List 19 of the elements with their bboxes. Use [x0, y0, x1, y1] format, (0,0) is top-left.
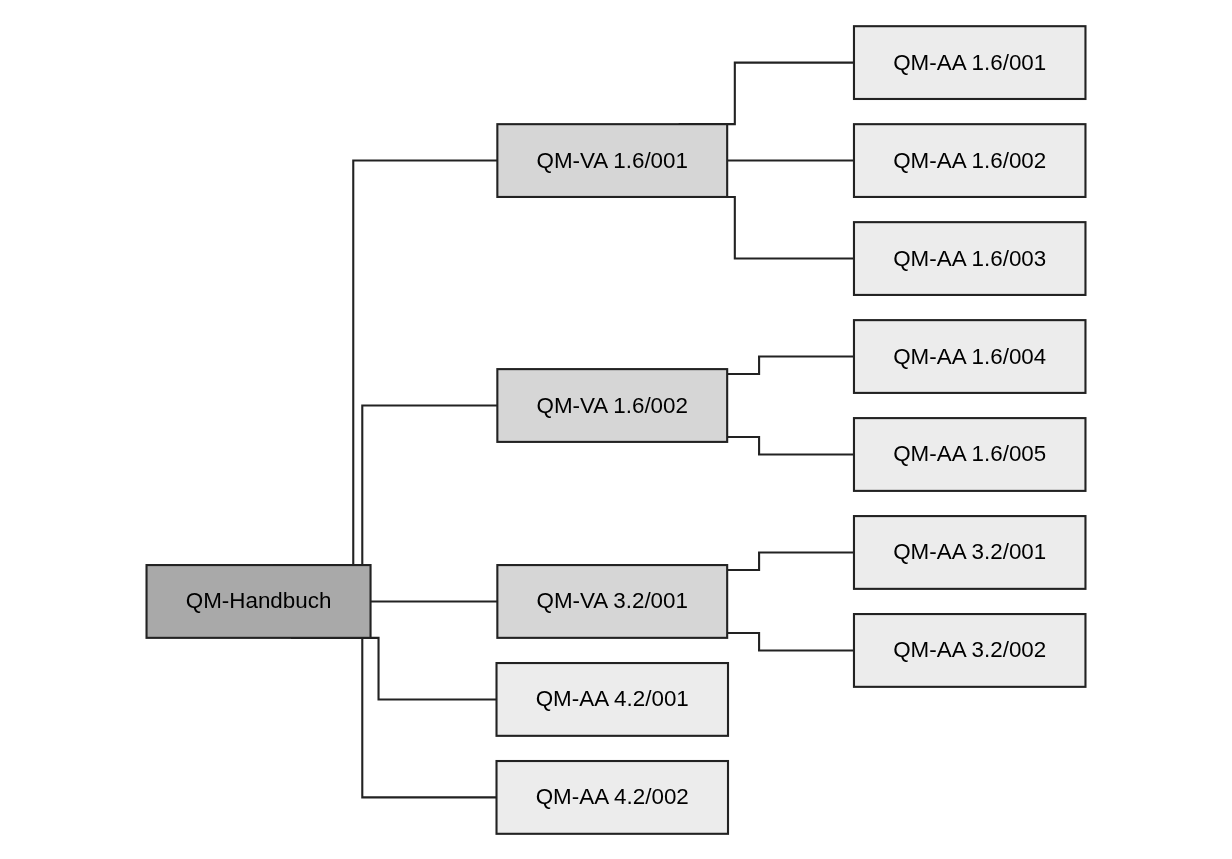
node-box: QM-AA 3.2/001 [852, 514, 1087, 590]
node-box: QM-AA 1.6/001 [852, 24, 1087, 100]
connector [727, 550, 854, 571]
connector [727, 435, 854, 456]
connector [727, 159, 854, 162]
node-box: QM-Handbuch [145, 563, 372, 639]
node-box: QM-AA 1.6/004 [852, 318, 1087, 394]
node-box: QM-VA 1.6/002 [496, 367, 729, 443]
connector [727, 354, 854, 375]
node-box: QM-AA 4.2/002 [495, 759, 730, 835]
node-box: QM-AA 3.2/002 [852, 612, 1087, 688]
connector [727, 631, 854, 651]
connector [370, 599, 498, 602]
node-box: QM-AA 1.6/003 [852, 220, 1087, 296]
node-box: QM-AA 4.2/001 [495, 661, 730, 737]
node-box: QM-VA 1.6/001 [496, 122, 729, 198]
node-box: QM-VA 3.2/001 [496, 563, 729, 639]
node-box: QM-AA 1.6/005 [852, 416, 1087, 492]
node-box: QM-AA 1.6/002 [852, 122, 1087, 198]
